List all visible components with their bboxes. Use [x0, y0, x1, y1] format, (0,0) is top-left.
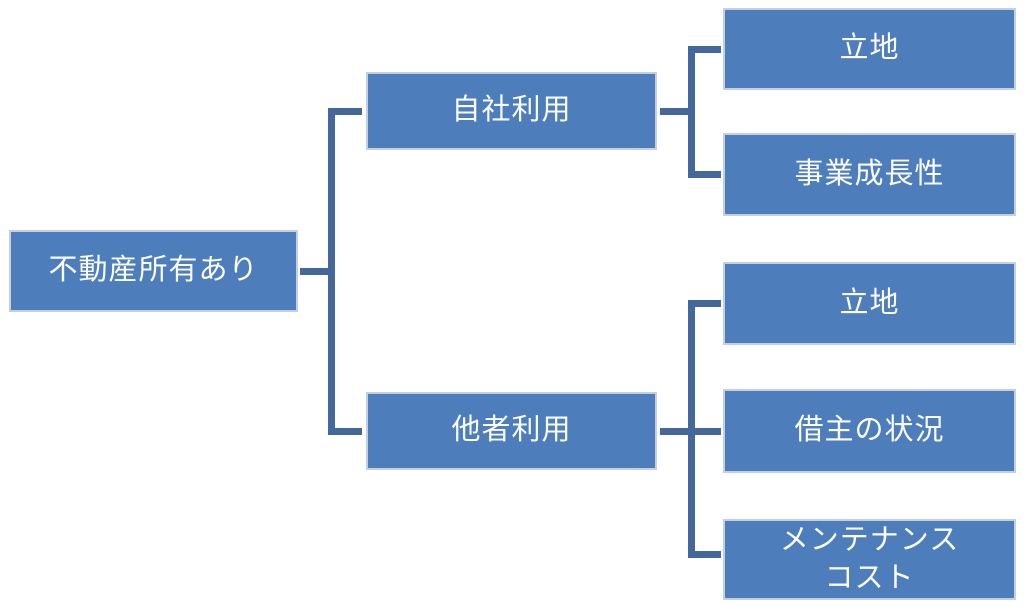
- connector-root-to-own-use: [328, 108, 362, 115]
- node-location-own-use: 立地: [723, 8, 1016, 90]
- node-label: 借主の状況: [794, 414, 945, 447]
- node-location-third-party: 立地: [723, 262, 1016, 345]
- node-label: 他者利用: [451, 414, 572, 447]
- node-label: 事業成長性: [794, 157, 945, 190]
- node-tenant-status: 借主の状況: [723, 389, 1016, 473]
- node-label: 立地: [839, 286, 900, 319]
- node-label: 自社利用: [451, 94, 572, 127]
- node-business-growth: 事業成長性: [723, 133, 1016, 216]
- node-label: メンテナンス コスト: [779, 523, 960, 594]
- connector-root-vertical: [328, 108, 335, 435]
- node-maintenance-cost: メンテナンス コスト: [723, 519, 1016, 600]
- connector-root-stub: [300, 268, 335, 275]
- connector-own-use-stub: [660, 108, 695, 115]
- node-label: 不動産所有あり: [48, 254, 259, 287]
- connector-third-party-to-location: [688, 300, 721, 307]
- connector-third-party-to-tenant: [688, 428, 721, 435]
- connector-own-use-to-location: [688, 46, 721, 53]
- connector-root-to-third-party: [328, 428, 362, 435]
- node-real-estate-owned: 不動産所有あり: [9, 230, 298, 312]
- node-label: 立地: [839, 32, 900, 65]
- node-own-company-use: 自社利用: [366, 72, 657, 150]
- connector-third-party-to-maintenance: [688, 551, 721, 558]
- connector-own-use-to-growth: [688, 171, 721, 178]
- connector-third-party-stub: [660, 428, 695, 435]
- node-third-party-use: 他者利用: [366, 392, 657, 470]
- connector-own-use-vertical: [688, 46, 695, 178]
